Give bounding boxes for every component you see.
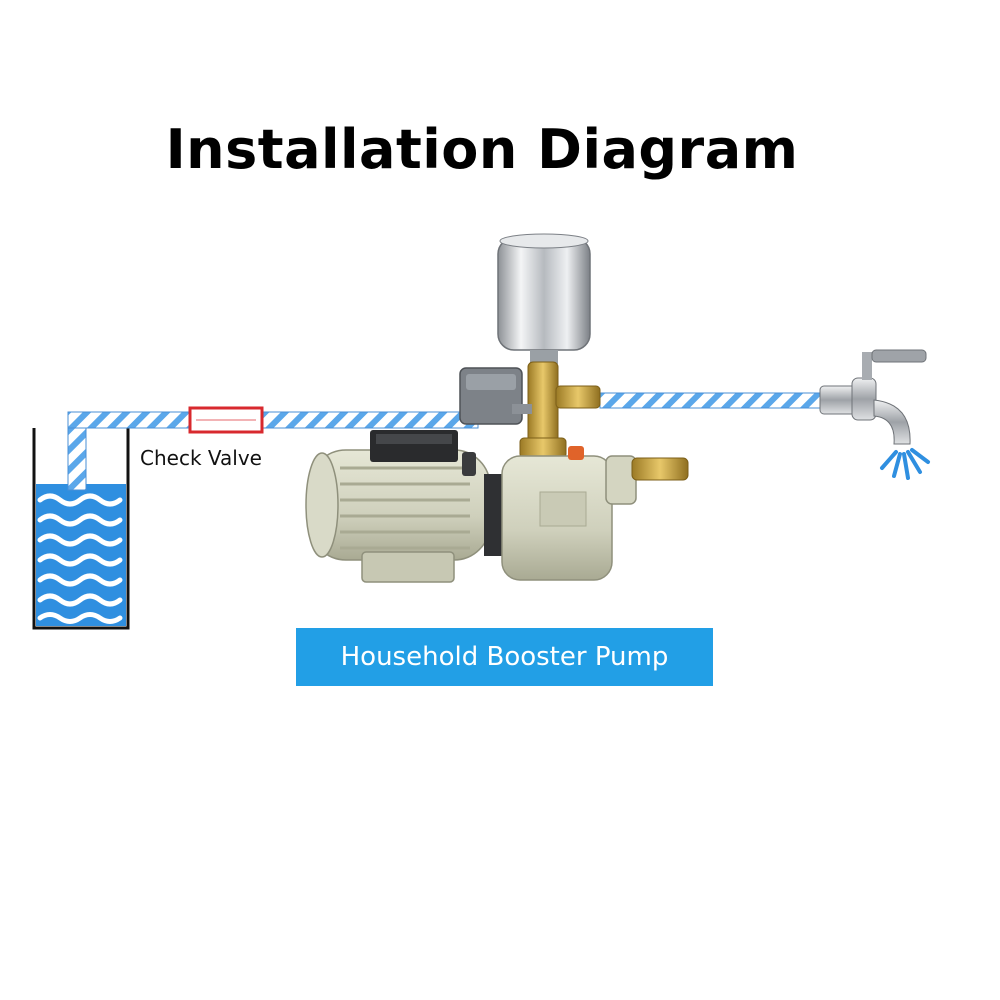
pressure-switch-icon xyxy=(459,367,532,425)
booster-pump-icon xyxy=(305,430,689,583)
check-valve-label: Check Valve xyxy=(140,446,262,470)
page-title: Installation Diagram xyxy=(165,118,799,181)
pump-caption: Household Booster Pump xyxy=(296,628,713,686)
discharge-pipe xyxy=(599,392,826,409)
water-waves xyxy=(37,493,123,624)
water-spray-icon xyxy=(880,448,930,480)
water-tank-icon xyxy=(32,428,130,630)
pump-caption-text: Household Booster Pump xyxy=(340,642,669,672)
check-valve-icon xyxy=(188,406,264,434)
faucet-icon xyxy=(819,349,927,445)
suction-pipe xyxy=(67,411,479,491)
pump-caption-background xyxy=(296,628,713,686)
pressure-tank-icon xyxy=(497,233,591,364)
